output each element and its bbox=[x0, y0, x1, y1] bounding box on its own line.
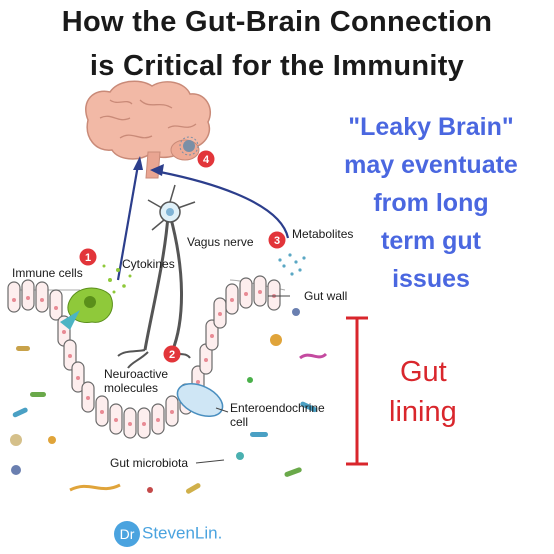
arrowhead-cytokines bbox=[133, 156, 143, 170]
cytokine-dots bbox=[102, 264, 132, 294]
vagus-nerve-illustration bbox=[117, 184, 196, 369]
gut-lining-bracket bbox=[346, 316, 368, 466]
label-enteroendocrine-line-1: Enteroendochrine bbox=[230, 401, 325, 415]
leaky-brain-callout: "Leaky Brain" may eventuate from long te… bbox=[316, 108, 546, 298]
gut-lining-label-line-1: Gut bbox=[400, 356, 447, 388]
label-immune-cells: Immune cells bbox=[12, 266, 83, 280]
label-neuroactive-line-1: Neuroactive bbox=[104, 367, 168, 381]
immune-cell-illustration bbox=[60, 287, 113, 330]
label-gut-wall: Gut wall bbox=[304, 289, 347, 303]
title-line-1: How the Gut-Brain Connection bbox=[61, 6, 493, 38]
callout-line-3: from long bbox=[373, 189, 489, 217]
title-line-2: is Critical for the Immunity bbox=[89, 50, 465, 82]
metabolite-dots bbox=[278, 253, 306, 276]
label-gut-microbiota: Gut microbiota bbox=[110, 456, 188, 470]
marker-3: 3 bbox=[268, 231, 286, 249]
callout-line-2: may eventuate bbox=[344, 151, 518, 179]
gut-wall-illustration bbox=[7, 275, 286, 439]
label-cytokines: Cytokines bbox=[122, 257, 175, 271]
callout-line-5: issues bbox=[392, 265, 470, 293]
label-vagus-nerve: Vagus nerve bbox=[187, 235, 254, 249]
brand-name: StevenLin. bbox=[142, 523, 223, 543]
virus-icon bbox=[179, 136, 199, 156]
callout-line-1: "Leaky Brain" bbox=[348, 113, 514, 141]
brain-illustration bbox=[85, 80, 211, 179]
marker-4: 4 bbox=[197, 150, 215, 168]
label-neuroactive-line-2: molecules bbox=[104, 381, 158, 395]
label-metabolites: Metabolites bbox=[292, 227, 353, 241]
gut-microbiota-leader-line bbox=[195, 459, 225, 464]
marker-1: 1 bbox=[79, 248, 97, 266]
cytokines-arrow bbox=[116, 164, 140, 281]
arrowhead-metabolites bbox=[150, 164, 164, 176]
svg-text:2: 2 bbox=[169, 349, 175, 361]
enteroendocrine-leader-line bbox=[215, 407, 229, 413]
metabolites-arrow bbox=[159, 170, 290, 239]
svg-text:1: 1 bbox=[85, 252, 91, 264]
svg-text:3: 3 bbox=[274, 235, 280, 247]
callout-line-4: term gut bbox=[381, 227, 481, 255]
gut-microbiota-illustration bbox=[10, 308, 328, 494]
label-enteroendocrine-line-2: cell bbox=[230, 415, 248, 429]
marker-2: 2 bbox=[163, 345, 181, 363]
brand-badge: Dr bbox=[114, 521, 140, 547]
svg-text:4: 4 bbox=[203, 154, 210, 166]
gut-lining-label-line-2: lining bbox=[389, 396, 457, 428]
